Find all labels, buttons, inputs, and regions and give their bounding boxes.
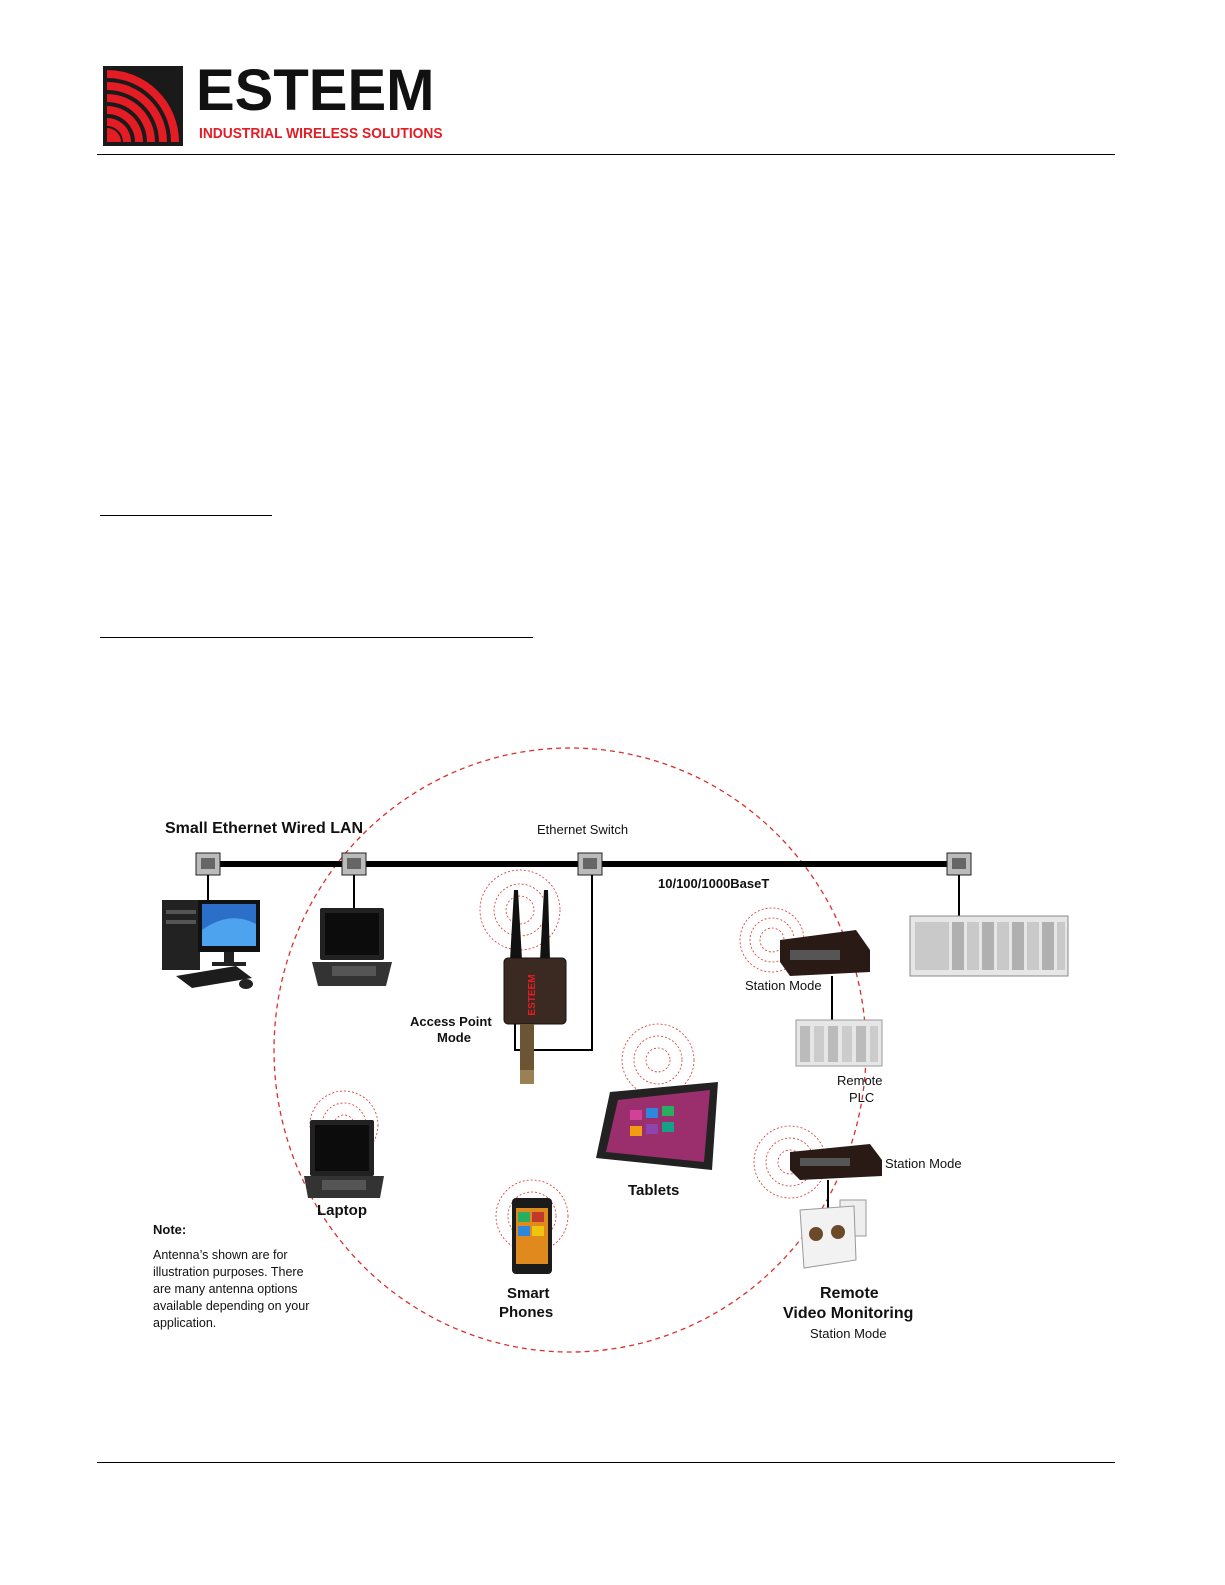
remote-video-label-line1: Remote xyxy=(820,1285,879,1302)
section-underline-2 xyxy=(100,637,533,638)
remote-plc-label-line2: PLC xyxy=(849,1090,875,1105)
lan-jack-4 xyxy=(946,852,972,876)
logo-wordmark: ESTEEM xyxy=(196,58,435,123)
remote-plc-label-line1: Remote xyxy=(837,1073,883,1088)
lan-jack-1 xyxy=(195,852,221,876)
note-line-1: Antenna’s shown are for xyxy=(153,1248,288,1262)
header-rule xyxy=(97,154,1115,155)
remote-video-label-line2: Video Monitoring xyxy=(783,1305,914,1322)
logo-tagline: INDUSTRIAL WIRELESS SOLUTIONS xyxy=(199,125,443,142)
footer-rule xyxy=(97,1462,1115,1463)
note-line-2: illustration purposes. There xyxy=(153,1265,304,1279)
note-title: Note: xyxy=(153,1222,187,1237)
access-point-label-line2: Mode xyxy=(437,1030,471,1045)
lan-jack-3 xyxy=(577,852,603,876)
note-line-5: application. xyxy=(153,1316,217,1330)
access-point-label-line1: Access Point xyxy=(410,1014,492,1029)
station-radio-icon-2 xyxy=(753,1125,882,1199)
desktop-computer-icon xyxy=(162,900,260,989)
network-diagram: ESTEEM xyxy=(140,740,1100,1360)
lan-jack-2 xyxy=(341,852,367,876)
smart-phones-label-line2: Phones xyxy=(499,1304,554,1321)
section-underline-1 xyxy=(100,515,272,516)
remote-plc-icon xyxy=(795,1019,883,1067)
video-camera-icon xyxy=(799,1199,867,1269)
station-radio-icon-1 xyxy=(739,907,870,976)
network-diagram-graphics: ESTEEM xyxy=(162,747,1069,1353)
tablets-label: Tablets xyxy=(628,1182,680,1199)
speed-label: 10/100/1000BaseT xyxy=(658,876,770,891)
lan-title-label: Small Ethernet Wired LAN xyxy=(165,820,364,837)
svg-text:ESTEEM: ESTEEM xyxy=(527,974,538,1015)
smart-phones-label-line1: Smart xyxy=(507,1285,550,1302)
station-mode-label-1: Station Mode xyxy=(745,978,822,993)
note-line-4: available depending on your xyxy=(153,1299,310,1313)
tablet-icon xyxy=(596,1023,718,1170)
plc-rack-icon xyxy=(909,915,1069,977)
access-point-icon: ESTEEM xyxy=(479,869,567,1084)
ethernet-switch-label: Ethernet Switch xyxy=(537,822,629,837)
station-mode-label-2: Station Mode xyxy=(885,1156,962,1171)
remote-video-label-line3: Station Mode xyxy=(810,1326,887,1341)
laptop-label: Laptop xyxy=(317,1202,367,1219)
laptop-icon-wireless xyxy=(304,1090,384,1198)
laptop-icon-wired xyxy=(312,908,392,986)
note-line-3: are many antenna options xyxy=(153,1282,298,1296)
smart-phone-icon xyxy=(495,1179,569,1274)
esteem-logo-icon xyxy=(103,66,183,146)
